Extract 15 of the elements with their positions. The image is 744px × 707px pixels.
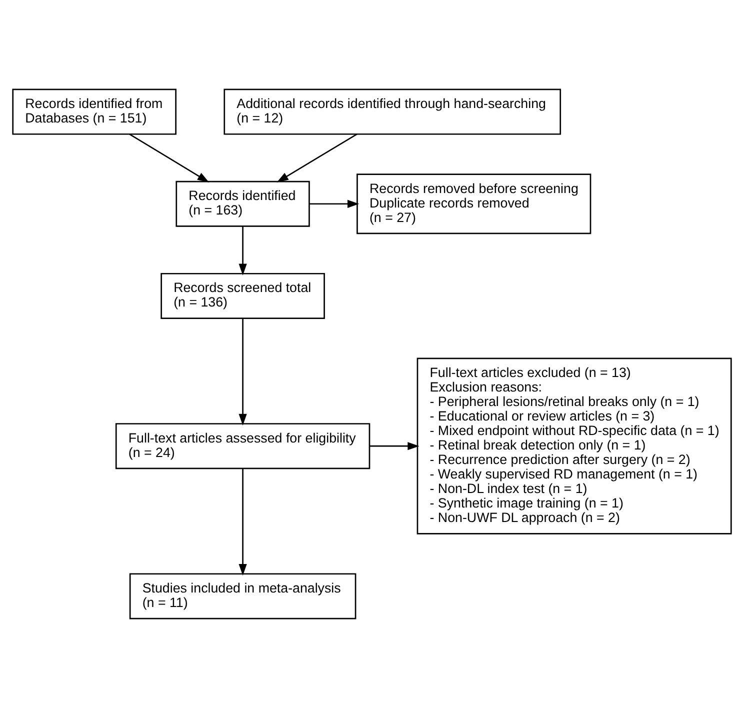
arrow — [238, 468, 247, 576]
node-box: Records removed before screening Duplicate records removed (n = 27) — [356, 173, 592, 234]
node-box: Full-text articles assessed for eligibility (n = 24) — [115, 422, 370, 469]
arrow — [238, 318, 247, 425]
node-box: Records screened total (n = 136) — [160, 272, 325, 318]
arrow — [310, 199, 360, 208]
node-box: Records identified (n = 163) — [176, 180, 310, 226]
arrow — [276, 133, 358, 182]
node-box: Full-text articles excluded (n = 13) Exclusion reasons: - Peripheral lesions/retinal breaks only (n = 1) - Educational or review articles (n = 3) - Mixed endpoint without RD-specific data (n = 1) - Retinal break detection only (n = 1) - Recurrence prediction after surgery (n = 2) - Weakly supervised RD management (n = 1) - Non-DL index test (n = 1) - Synthetic image training (n = 1) - Non-UWF DL approach (n = 2) — [416, 357, 732, 534]
arrow — [370, 442, 420, 450]
arrow — [238, 226, 247, 275]
node-box: Records identified from Databases (n = 151) — [12, 88, 176, 134]
node-box: Additional records identified through hand-searching (n = 12) — [224, 88, 562, 134]
node-box: Studies included in meta-analysis (n = 11) — [129, 572, 356, 619]
arrow — [129, 133, 210, 182]
